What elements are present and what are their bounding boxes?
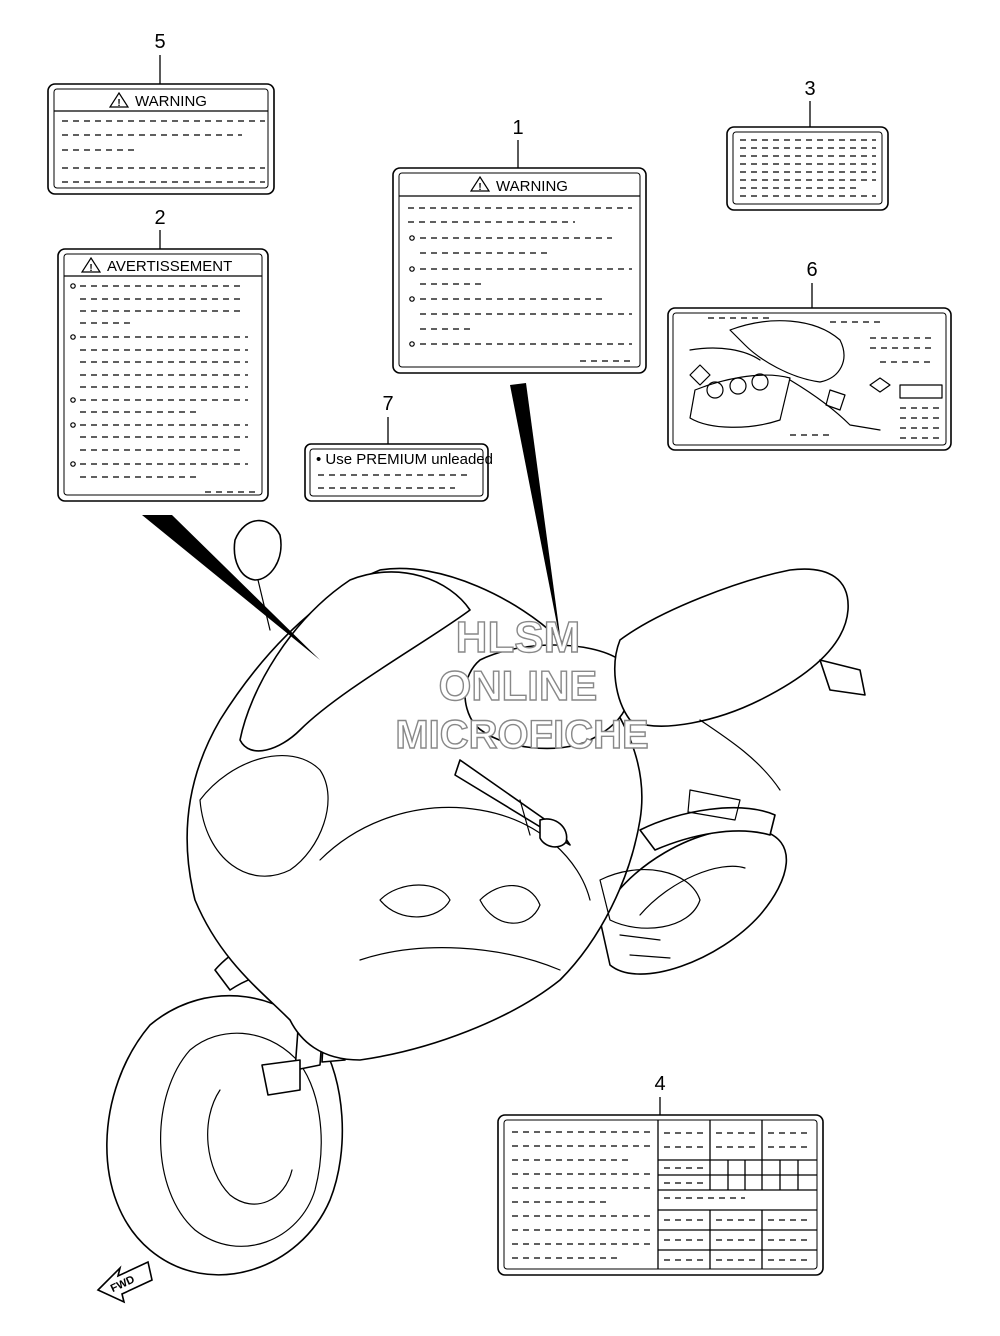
label-3: 3 bbox=[726, 78, 889, 211]
watermark-line-3: MICROFICHE bbox=[395, 713, 648, 757]
label-5-title: WARNING bbox=[135, 93, 207, 110]
warning-triangle-icon bbox=[80, 256, 102, 273]
leader-wedge-1 bbox=[510, 383, 562, 650]
callout-4: 4 bbox=[654, 1073, 665, 1095]
warning-triangle-icon bbox=[108, 91, 130, 108]
label-4: 4 bbox=[497, 1073, 824, 1276]
callout-2: 2 bbox=[154, 207, 165, 229]
watermark-line-2: ONLINE bbox=[439, 662, 598, 709]
warning-triangle-icon bbox=[469, 175, 491, 192]
callout-3: 3 bbox=[804, 78, 815, 100]
label-6: 6 bbox=[667, 259, 952, 451]
label-2-title: AVERTISSEMENT bbox=[107, 258, 232, 275]
label-7: 7 • Use PREMIUM unleaded bbox=[304, 393, 493, 502]
label-5: 5 ! WARNING bbox=[47, 31, 275, 195]
label-2: 2 ! AVERTISSEMENT bbox=[57, 207, 269, 502]
callout-1: 1 bbox=[512, 117, 523, 139]
watermark-line-1: HLSM bbox=[456, 613, 581, 662]
label-1: 1 ! WARNING bbox=[392, 117, 647, 374]
svg-text:!: ! bbox=[89, 263, 92, 274]
callout-6: 6 bbox=[806, 259, 817, 281]
fwd-arrow-icon: FWD bbox=[96, 1260, 153, 1304]
watermark: HLSM ONLINE MICROFICHE bbox=[395, 612, 650, 757]
callout-7: 7 bbox=[382, 393, 393, 415]
svg-text:!: ! bbox=[117, 98, 120, 109]
callout-5: 5 bbox=[154, 31, 165, 53]
leader-wedge-2 bbox=[142, 515, 320, 660]
label-7-text: • Use PREMIUM unleaded bbox=[316, 451, 493, 468]
motorcycle-illustration bbox=[106, 519, 866, 1276]
label-1-title: WARNING bbox=[496, 178, 568, 195]
svg-text:!: ! bbox=[478, 182, 481, 193]
